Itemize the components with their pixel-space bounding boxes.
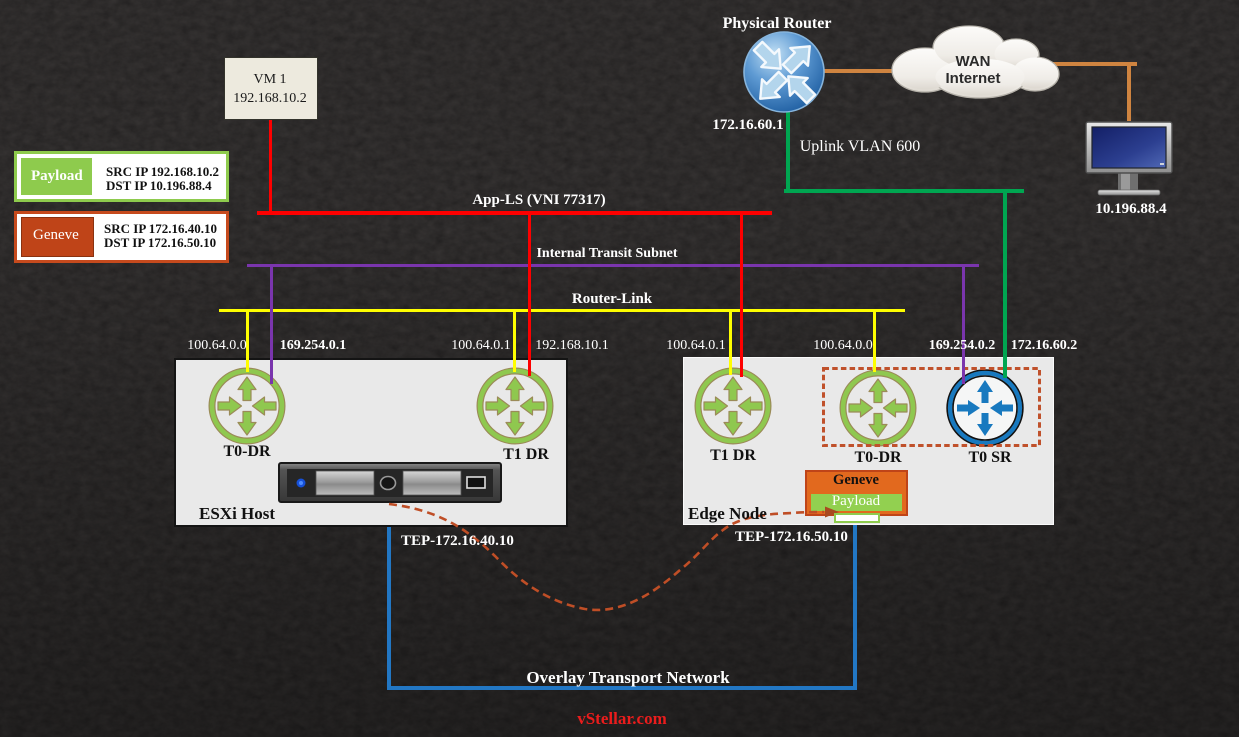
svg-text:Internet: Internet xyxy=(945,70,1000,87)
svg-text:WAN: WAN xyxy=(956,53,991,70)
